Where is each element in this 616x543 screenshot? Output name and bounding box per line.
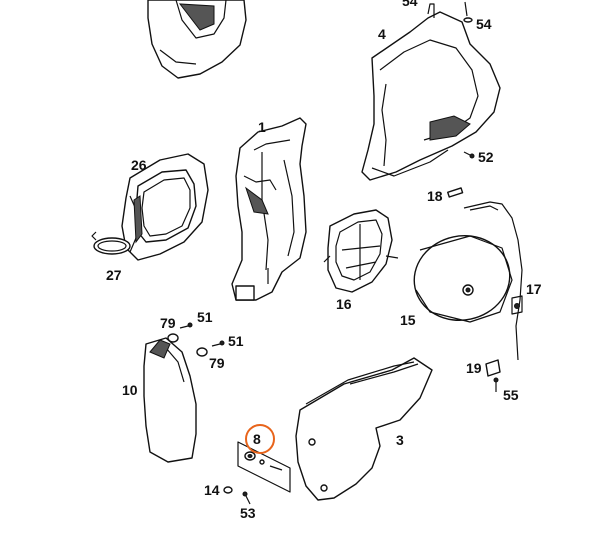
part-10-side-cover (143, 337, 197, 463)
part-14-53-screws (223, 486, 251, 505)
part-27-clamp (91, 231, 131, 255)
label-54: 54 (476, 16, 492, 32)
part-3-number-plate (295, 357, 433, 501)
label-3: 3 (396, 432, 404, 448)
label-16: 16 (336, 296, 352, 312)
label-18: 18 (427, 188, 443, 204)
part-18-pin (447, 187, 464, 198)
part-17-bracket (463, 201, 523, 361)
label-79: 79 (209, 355, 225, 371)
label-19: 19 (466, 360, 482, 376)
label-17: 17 (526, 281, 542, 297)
part-15-filter-element (413, 235, 513, 323)
part-1-intake-frame (231, 117, 307, 301)
label-55: 55 (503, 387, 519, 403)
label-1: 1 (258, 119, 266, 135)
label-52: 52 (478, 149, 494, 165)
part-19-55-bracket (485, 359, 501, 392)
label-79: 79 (160, 315, 176, 331)
part-8-fastener-kit (237, 441, 291, 493)
highlight-circle (245, 424, 275, 454)
part-16-filter-cage (323, 209, 399, 293)
top-duct-part (147, 0, 247, 79)
label-51: 51 (197, 309, 213, 325)
part-79-51-hardware (167, 322, 225, 357)
label-15: 15 (400, 312, 416, 328)
label-53: 53 (240, 505, 256, 521)
label-51: 51 (228, 333, 244, 349)
label-27: 27 (106, 267, 122, 283)
part-54-screws (463, 1, 473, 23)
part-52-screw (463, 151, 475, 159)
part-26-air-filter (121, 153, 209, 261)
label-4: 4 (378, 26, 386, 42)
label-14: 14 (204, 482, 220, 498)
part-4-airbox-upper (361, 3, 501, 181)
label-26: 26 (131, 157, 147, 173)
label-54: 54 (402, 0, 418, 9)
label-10: 10 (122, 382, 138, 398)
